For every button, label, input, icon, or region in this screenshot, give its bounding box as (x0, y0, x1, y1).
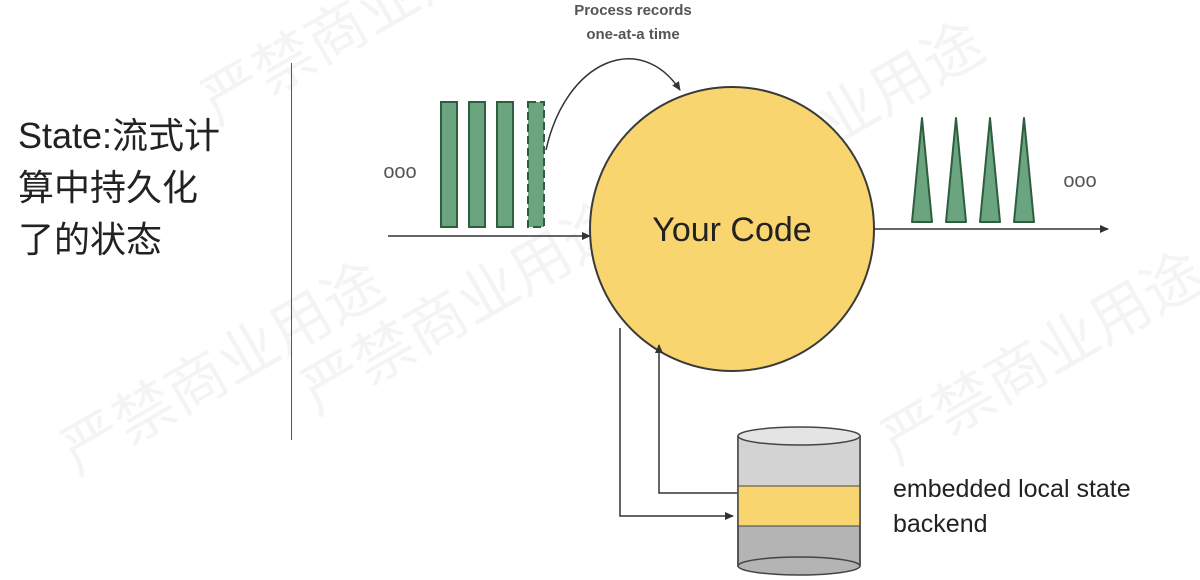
output-record (1013, 117, 1035, 223)
state-read-arrow (655, 344, 737, 494)
output-record (911, 117, 933, 223)
your-code-label: Your Code (652, 211, 811, 249)
process-curve-arrow (545, 58, 681, 151)
process-label-line-2: one-at-a time (586, 26, 679, 43)
output-record (945, 117, 967, 223)
input-record-in-process (527, 101, 545, 228)
process-label-line-1: Process records (574, 2, 692, 19)
incoming-ellipsis: ooo (383, 161, 416, 183)
input-record (468, 101, 486, 228)
input-record (496, 101, 514, 228)
output-record (979, 117, 1001, 223)
outgoing-ellipsis: ooo (1063, 170, 1096, 192)
vertical-divider (291, 63, 292, 440)
backend-label-line-2: backend (893, 510, 988, 538)
slide-title-line-2: 算中持久化 (18, 167, 199, 208)
state-write-arrow (619, 328, 734, 520)
slide-title-line-3: 了的状态 (18, 219, 163, 260)
input-record (440, 101, 458, 228)
backend-label-line-1: embedded local state (893, 475, 1131, 503)
slide-title-line-1: State:流式计 (18, 115, 221, 156)
state-backend-database (737, 426, 861, 576)
